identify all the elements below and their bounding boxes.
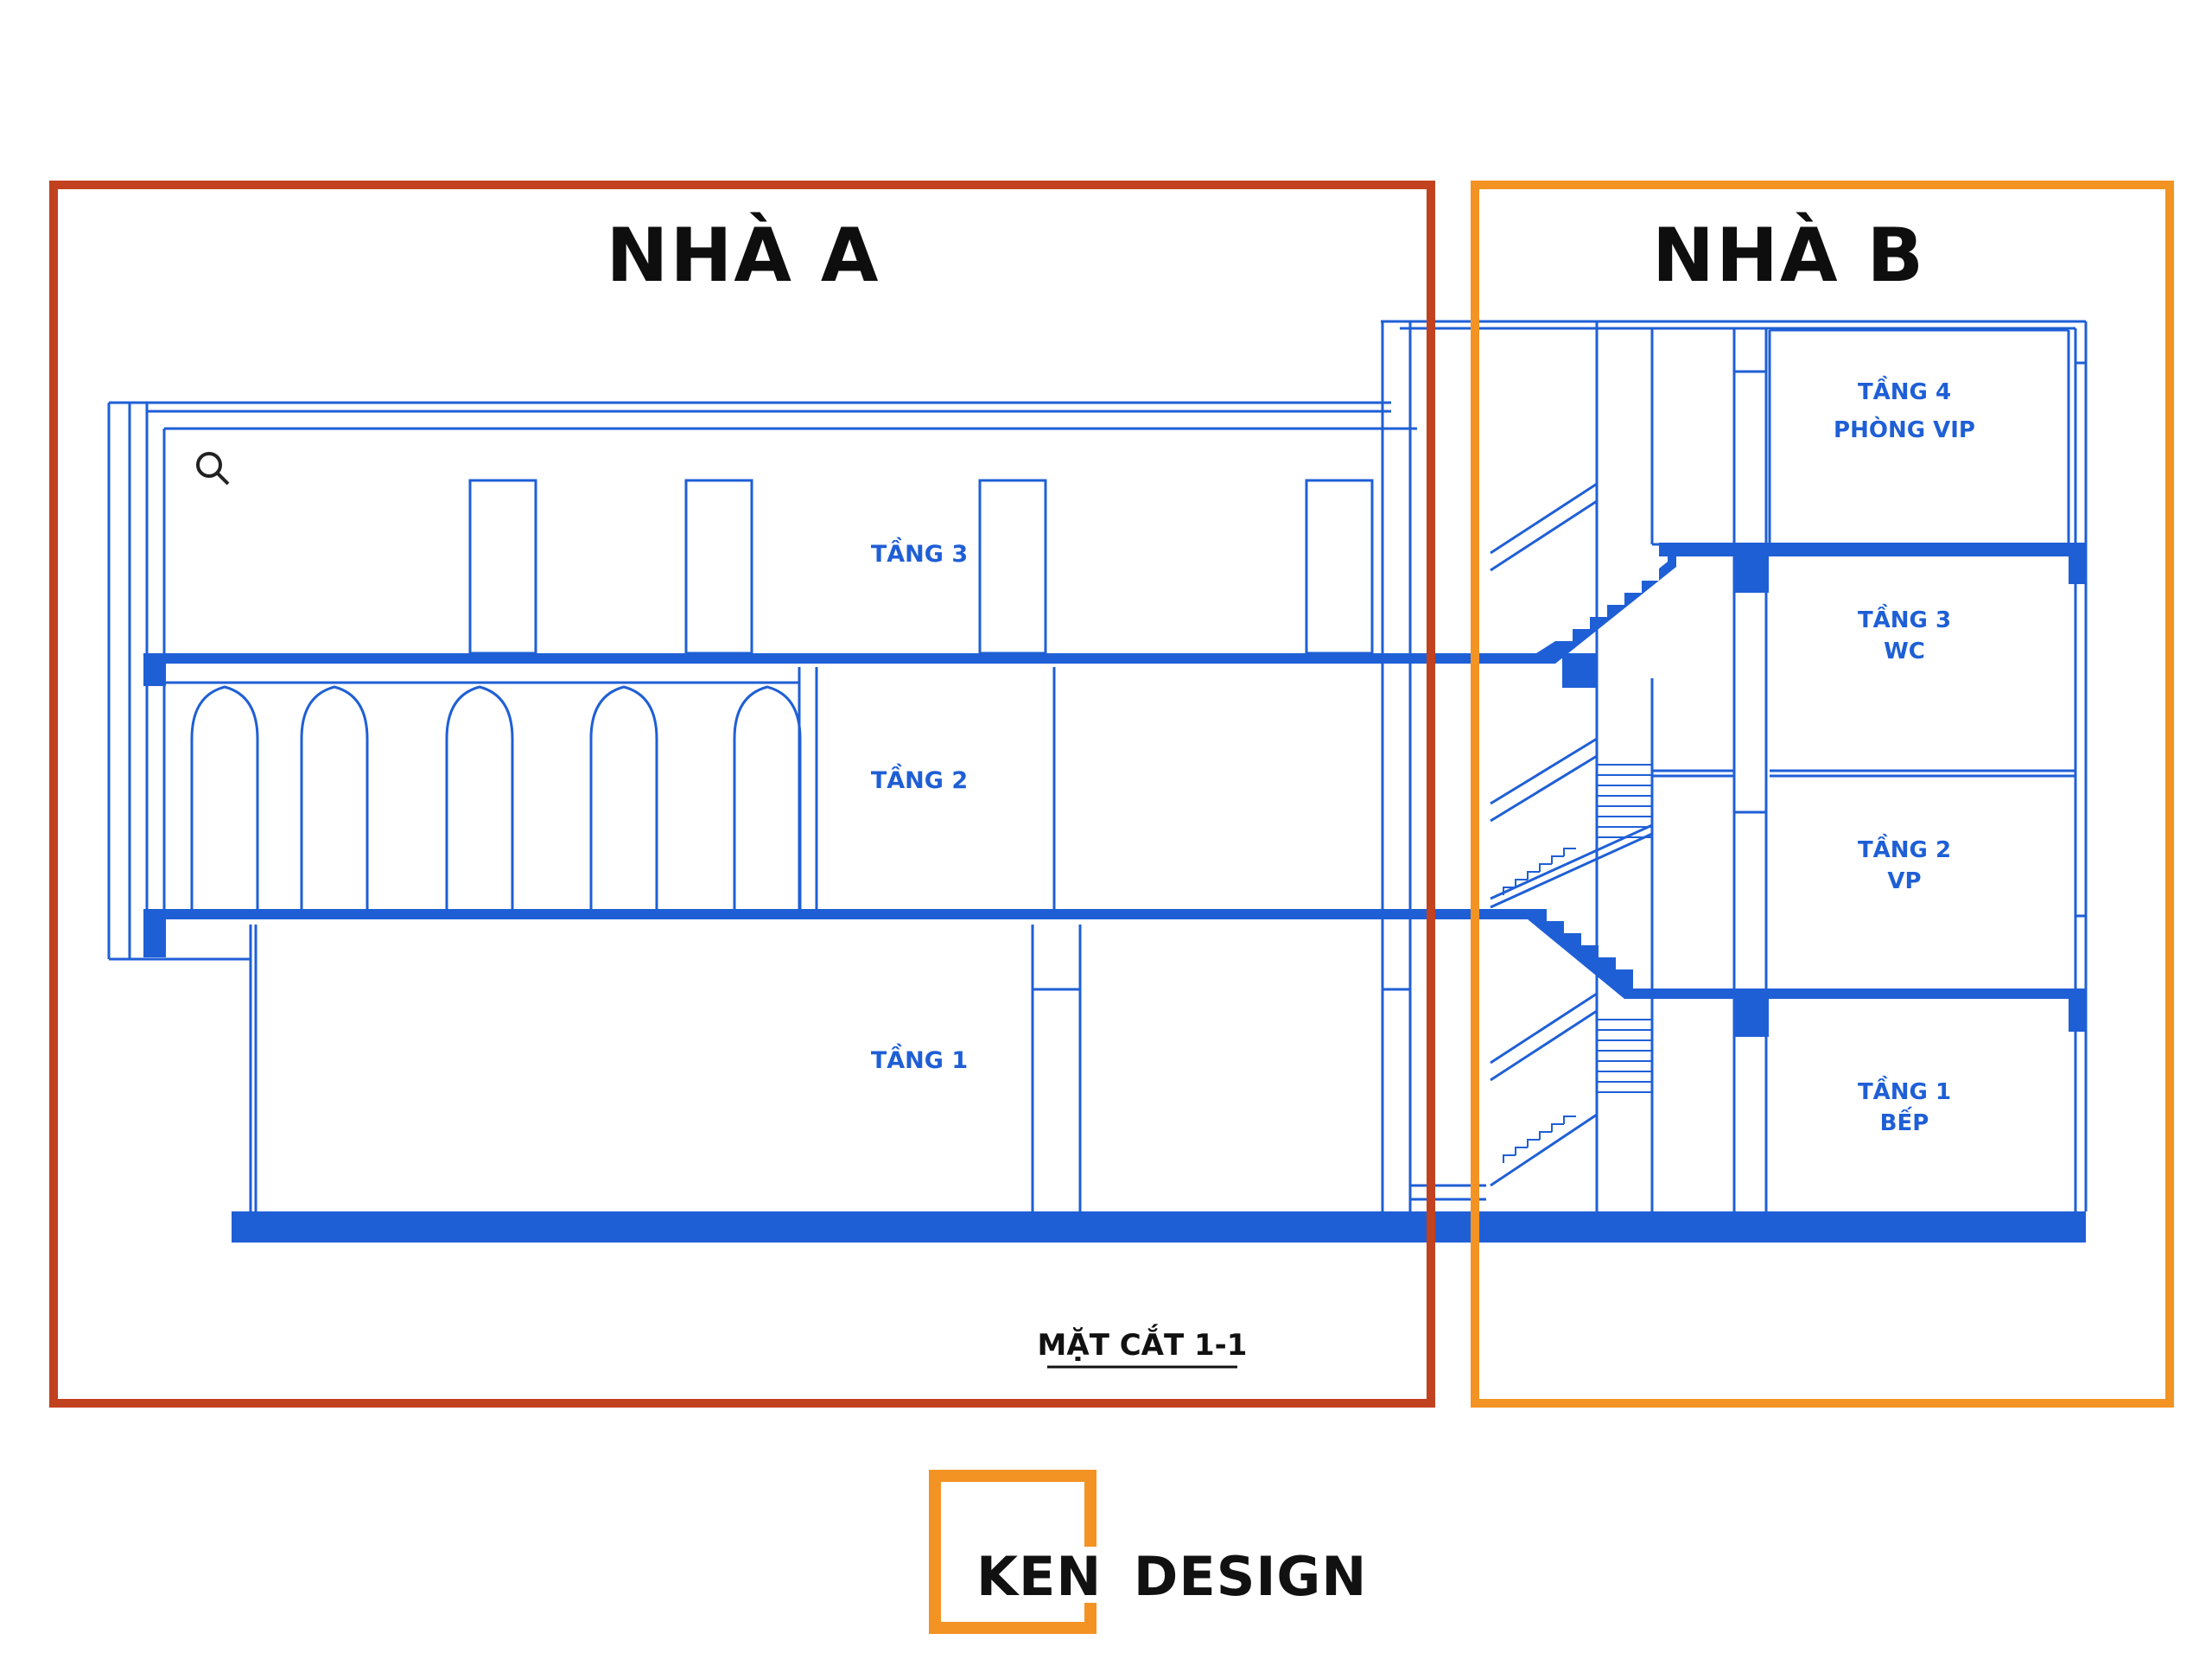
- house-b-floor-1-room: BẾP: [1880, 1106, 1929, 1136]
- house-b-floor2-slab: [1633, 988, 2086, 999]
- logo-bracket-icon: [929, 1470, 1096, 1634]
- arch-opening: [190, 685, 259, 909]
- stair-step: [1539, 1131, 1552, 1140]
- logo-text: KEN DESIGN: [976, 1545, 1367, 1608]
- house-b-floor-4-room: PHÒNG VIP: [1834, 416, 1975, 443]
- house-b-floor4-slab: [1659, 543, 2086, 556]
- arch-opening: [733, 685, 802, 909]
- house-b-outline: [1381, 320, 2088, 1211]
- house-a-floor-2-label: TẦNG 2: [871, 764, 968, 794]
- house-b-floor-2-room: VP: [1887, 868, 1921, 894]
- house-a-floor-3-label: TẦNG 3: [871, 537, 968, 568]
- arch-opening: [445, 685, 514, 909]
- house-b-floor-2-label: TẦNG 2: [1858, 833, 1951, 863]
- section-title: MẶT CẮT 1-1: [1038, 1324, 1248, 1363]
- stair-step: [1503, 1154, 1516, 1163]
- stair-step: [1515, 879, 1528, 887]
- house-b-stair-treads: [1503, 764, 1652, 1163]
- ground-slab: [232, 1211, 2086, 1243]
- stair-step: [1563, 848, 1576, 856]
- stair-step: [1503, 887, 1516, 895]
- arch-opening: [300, 685, 369, 909]
- house-a-arches: [190, 685, 802, 909]
- stair-step: [1527, 1139, 1540, 1147]
- arch-opening: [589, 685, 658, 909]
- stair-step: [1539, 863, 1552, 872]
- house-b-title: NHÀ B: [1652, 213, 1925, 299]
- house-b-floor-3-room: WC: [1884, 639, 1925, 664]
- house-a-floor-1-label: TẦNG 1: [871, 1044, 968, 1074]
- house-a-frame: [49, 181, 1435, 1408]
- stair-step: [1551, 1123, 1564, 1132]
- stair-step: [1563, 1116, 1576, 1124]
- house-a-title: NHÀ A: [606, 213, 880, 299]
- stair-flight-lower: [1528, 909, 1642, 999]
- ken-design-logo: [929, 1470, 1096, 1634]
- house-b-frame: [1471, 181, 2174, 1408]
- stair-flight-upper: [1536, 553, 1676, 664]
- stair-step: [1515, 1147, 1528, 1155]
- house-a-floor2-slab: [145, 653, 1536, 664]
- stair-step: [1551, 855, 1564, 864]
- house-a-floor1-slab: [145, 909, 1528, 919]
- house-b-floor-3-label: TẦNG 3: [1858, 603, 1951, 633]
- logo-text-design: DESIGN: [1133, 1545, 1368, 1608]
- house-b-floor-1-label: TẦNG 1: [1858, 1075, 1951, 1105]
- floor-slabs: [143, 543, 2086, 1243]
- house-a-outline: [107, 320, 1486, 1211]
- stair-step: [1527, 871, 1540, 880]
- search-icon[interactable]: [196, 452, 230, 486]
- house-b-floor-4-label: TẦNG 4: [1858, 375, 1951, 405]
- logo-text-ken: KEN: [976, 1545, 1103, 1608]
